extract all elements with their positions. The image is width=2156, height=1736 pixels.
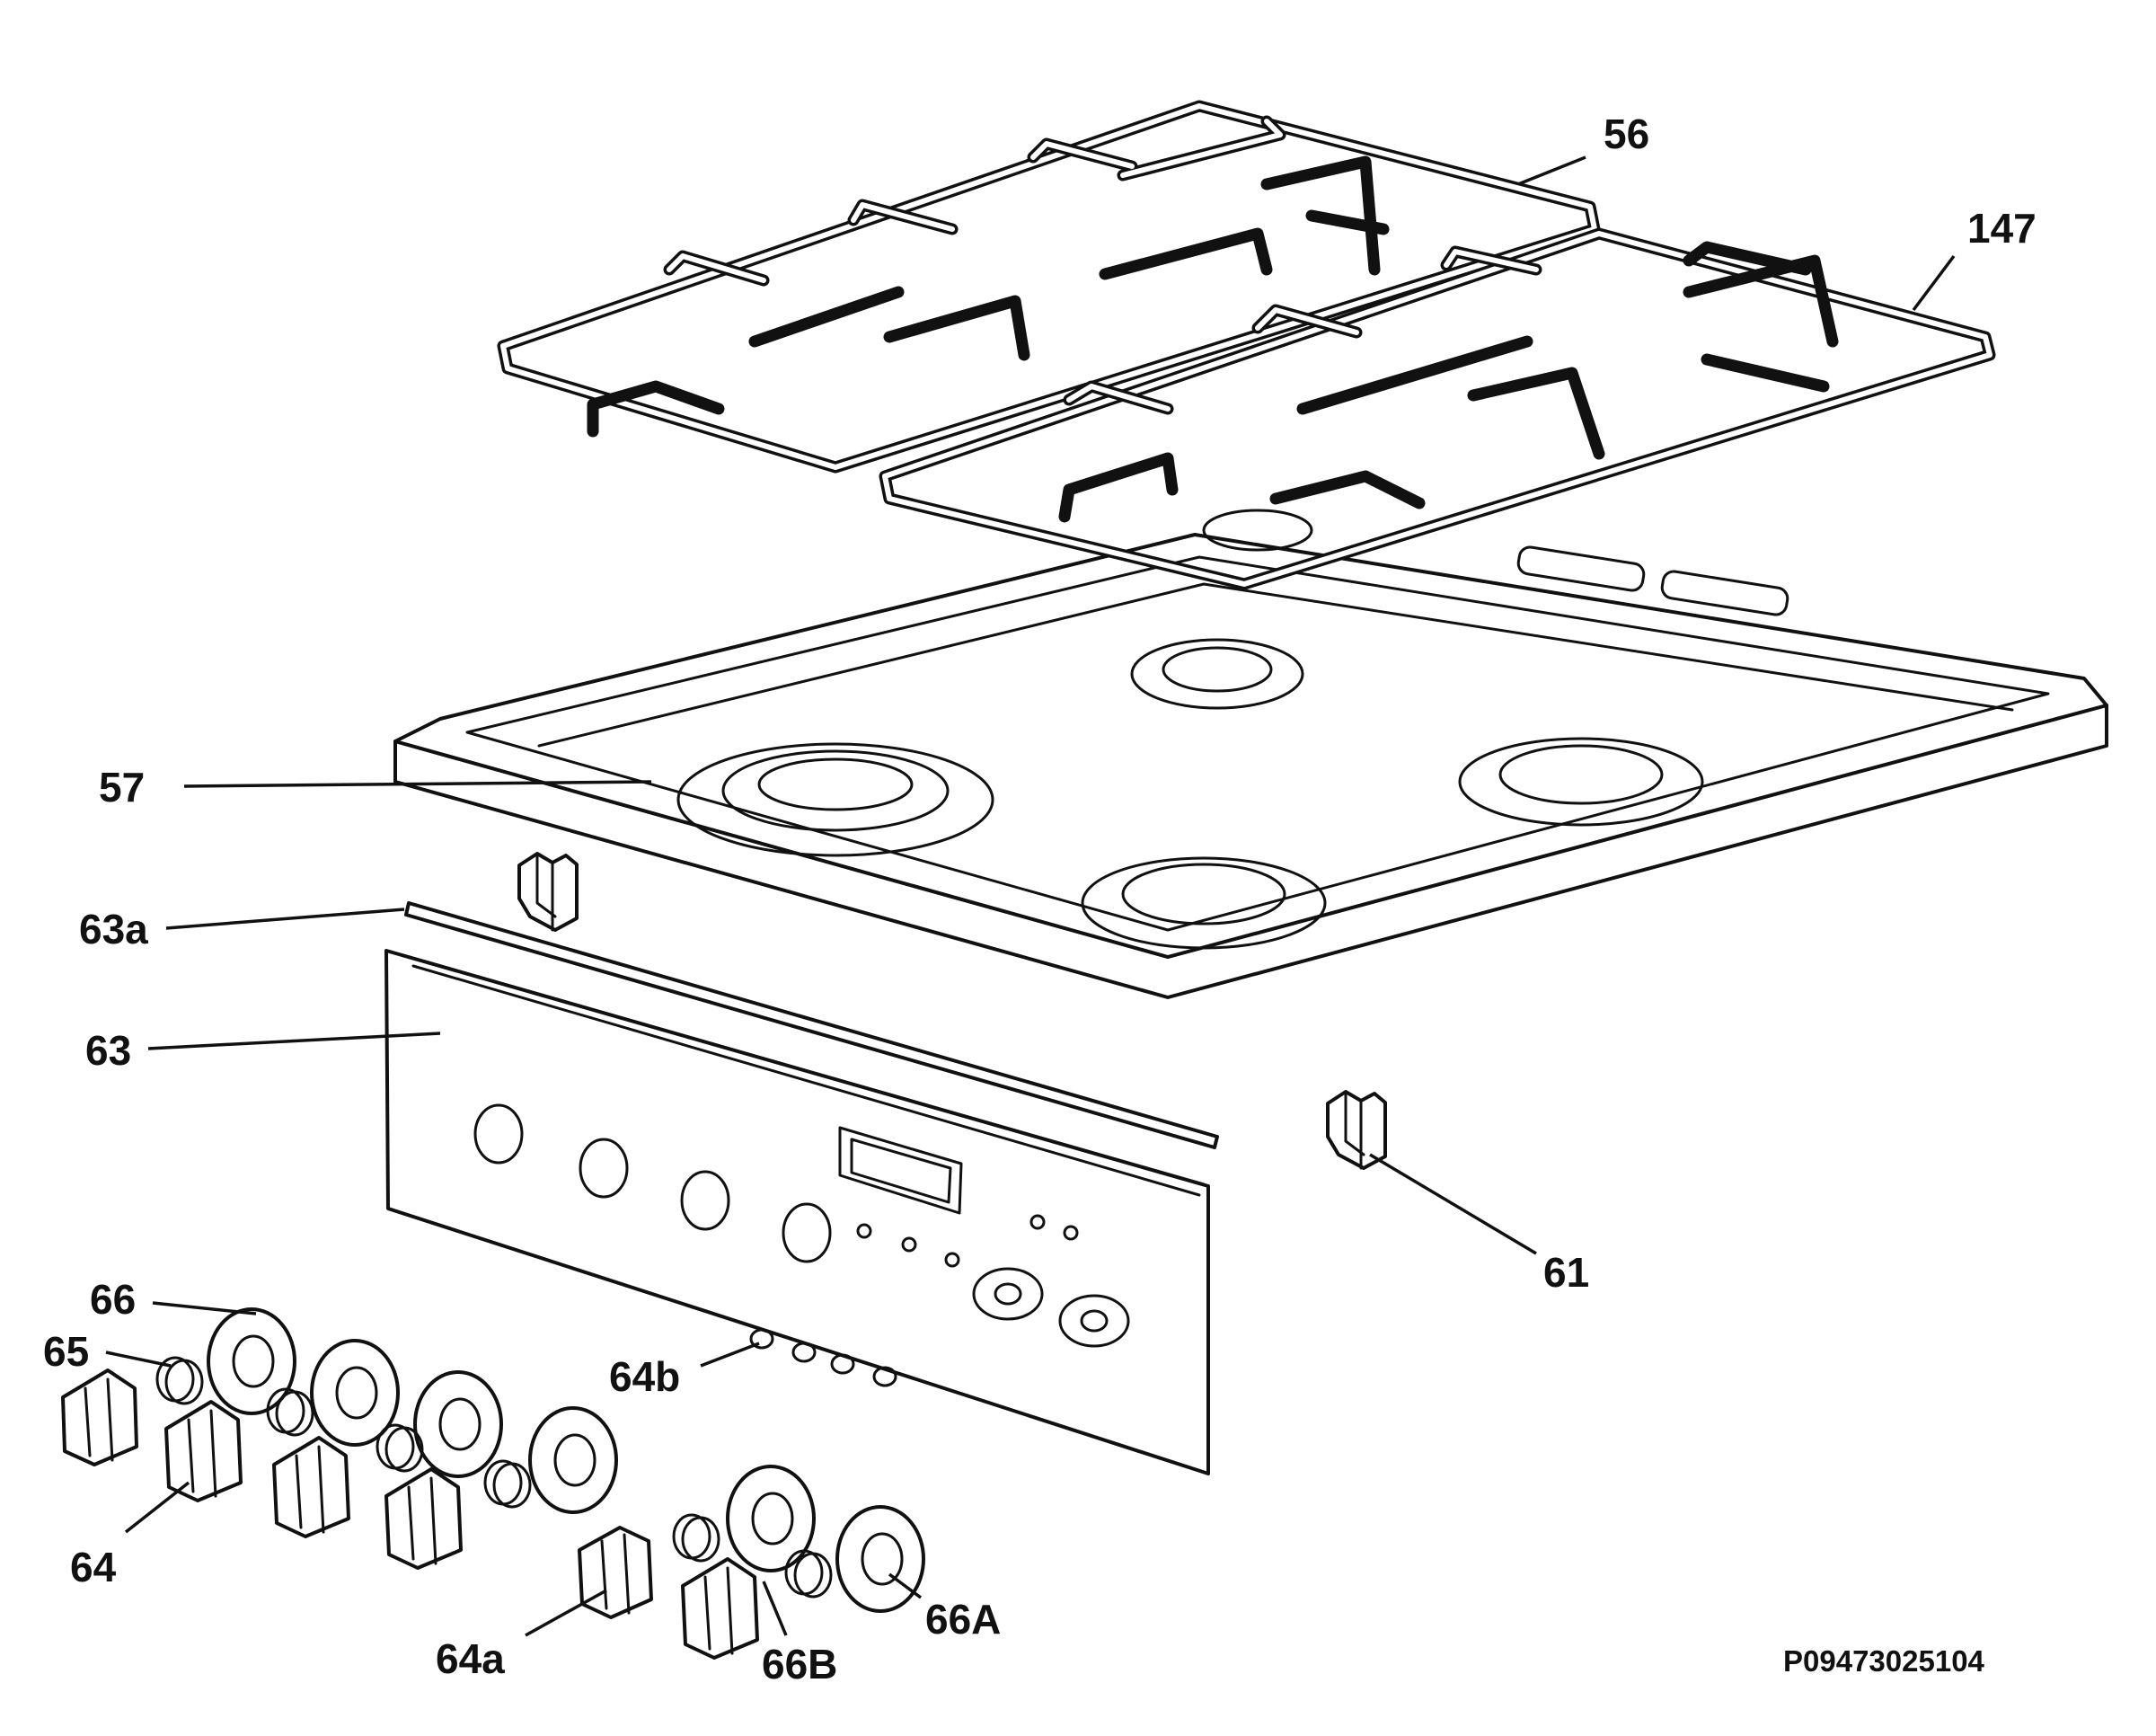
callout-66: 66: [90, 1276, 136, 1323]
bracket-right: [1326, 1090, 1387, 1170]
callout-63: 63: [85, 1027, 131, 1074]
bracket-left: [517, 852, 579, 932]
hob-top: [393, 533, 2108, 999]
knobs: [61, 1368, 759, 1660]
trim-strip: [404, 901, 1219, 1149]
drawing-code: P09473025104: [1783, 1644, 1985, 1678]
bezels: [207, 1307, 925, 1613]
springs: [155, 1356, 833, 1599]
callout-56: 56: [1604, 111, 1649, 157]
pan-support-right: [879, 227, 1996, 590]
burner-rear-left: [1130, 638, 1304, 710]
callout-65: 65: [43, 1328, 89, 1375]
callout-64a: 64a: [436, 1635, 505, 1682]
burner-left-large: [676, 742, 994, 857]
callout-63a: 63a: [79, 906, 148, 952]
callout-57: 57: [99, 764, 145, 810]
callout-66A: 66A: [925, 1596, 1001, 1643]
callout-147: 147: [1967, 205, 2037, 252]
spindles: [749, 1328, 897, 1387]
leader-lines: [105, 155, 1956, 1637]
callout-64: 64: [70, 1544, 117, 1590]
callout-66B: 66B: [762, 1641, 837, 1687]
callout-61: 61: [1543, 1249, 1589, 1296]
control-panel: [384, 949, 1210, 1475]
burner-front: [1081, 856, 1327, 950]
callout-64b: 64b: [609, 1353, 680, 1400]
burner-right: [1458, 737, 1704, 827]
